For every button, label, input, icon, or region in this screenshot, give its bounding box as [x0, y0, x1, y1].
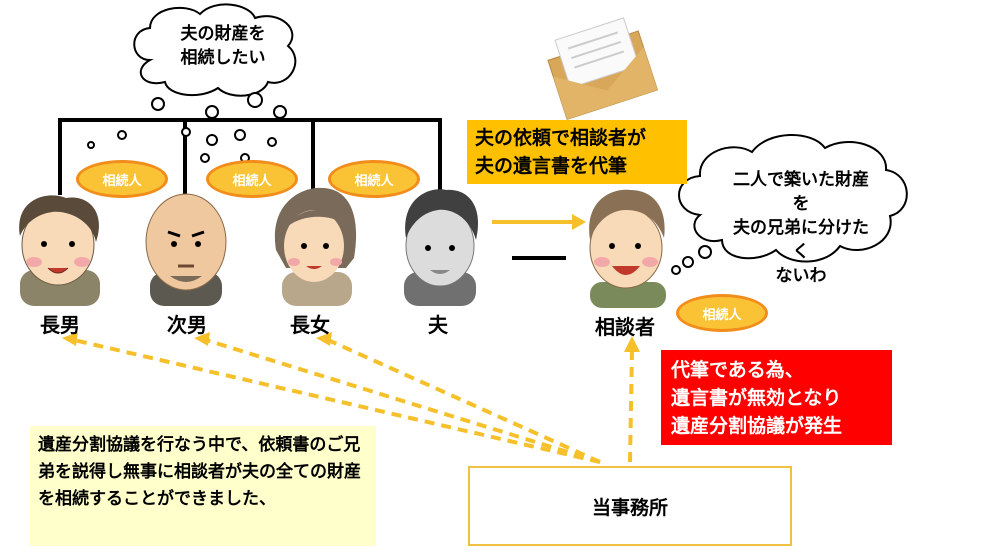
thought-cloud-husband — [87, 3, 297, 163]
heir-badge-elder-daughter: 相続人 — [328, 160, 420, 198]
cloud-text-client: 二人で築いた財産を 夫の兄弟に分けたく ないわ — [733, 170, 869, 286]
name-husband: 夫 — [428, 313, 448, 337]
elder-daughter-illustration — [274, 187, 357, 306]
name-second-son: 次男 — [167, 313, 207, 337]
invalid-will-box: 代筆である為、 遺言書が無効となり 遺産分割協議が発生 — [661, 350, 892, 445]
name-elder-daughter: 長女 — [290, 313, 330, 337]
name-elder-son: 長男 — [40, 313, 80, 337]
envelope-icon — [547, 17, 659, 120]
thought-cloud-client — [671, 134, 908, 275]
arrow-heads — [62, 332, 640, 352]
cloud-text-husband: 夫の財産を 相続したい — [180, 24, 266, 68]
second-son-illustration — [145, 193, 227, 306]
client-illustration — [589, 189, 666, 308]
elder-son-illustration — [19, 195, 100, 306]
name-client: 相談者 — [595, 315, 655, 339]
dashed-arrows — [73, 338, 634, 464]
heir-badge-second-son: 相続人 — [206, 160, 298, 198]
request-arrow — [492, 214, 586, 230]
result-note: 遺産分割協議を行なう中で、依頼書のご兄弟を説得し無事に相談者が夫の全ての財産を相… — [30, 426, 376, 546]
heir-badge-client: 相続人 — [676, 294, 768, 332]
proxy-writing-box: 夫の依頼で相談者が 夫の遺言書を代筆 — [467, 120, 687, 184]
husband-illustration — [404, 189, 479, 306]
heir-badge-elder-son: 相続人 — [76, 160, 168, 198]
office-box: 当事務所 — [468, 466, 792, 546]
